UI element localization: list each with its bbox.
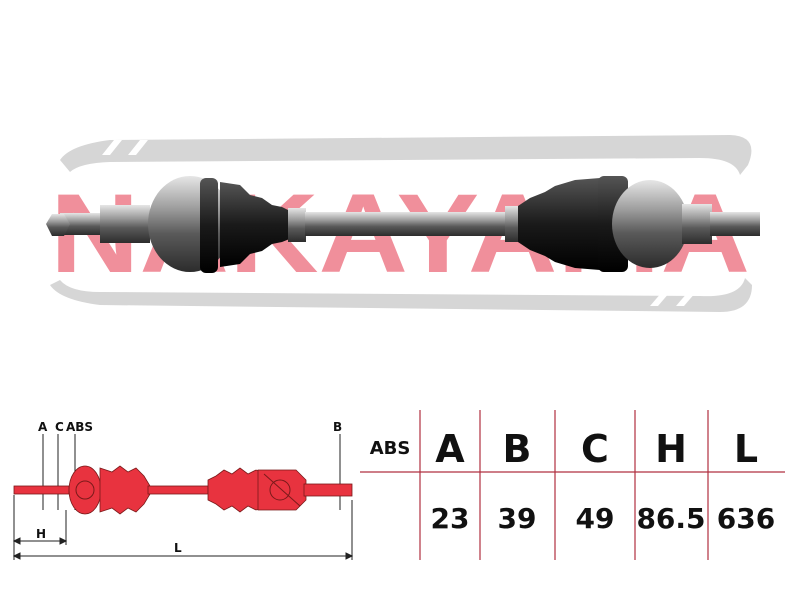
table-grid	[360, 410, 785, 560]
value-a: 23	[431, 502, 470, 535]
dim-label-b: B	[333, 420, 342, 434]
value-h: 86.5	[636, 502, 705, 535]
header-b: B	[503, 427, 532, 471]
dimension-diagram: A C ABS B H L	[12, 420, 354, 560]
dim-label-abs: ABS	[66, 420, 93, 434]
dim-label-c: C	[55, 420, 64, 434]
drive-shaft-photo	[46, 176, 760, 273]
value-b: 39	[498, 502, 537, 535]
value-l: 636	[717, 502, 775, 535]
dimension-lines	[12, 537, 354, 560]
joint-details	[75, 473, 301, 507]
value-c: 49	[576, 502, 615, 535]
spec-table: ABS A B C H L 23 39 49 86.5 636	[360, 410, 785, 560]
product-photo: NAKAYAMA	[46, 135, 760, 312]
dim-label-h: H	[36, 527, 46, 541]
header-l: L	[734, 427, 758, 471]
brand-swoosh-bottom	[50, 278, 752, 312]
dim-label-l: L	[174, 541, 182, 555]
header-c: C	[581, 427, 609, 471]
brand-swoosh-top	[60, 135, 752, 175]
header-h: H	[655, 427, 687, 471]
header-abs: ABS	[370, 438, 411, 459]
dim-label-a: A	[38, 420, 48, 434]
header-a: A	[435, 427, 465, 471]
shaft-silhouette	[13, 465, 353, 515]
